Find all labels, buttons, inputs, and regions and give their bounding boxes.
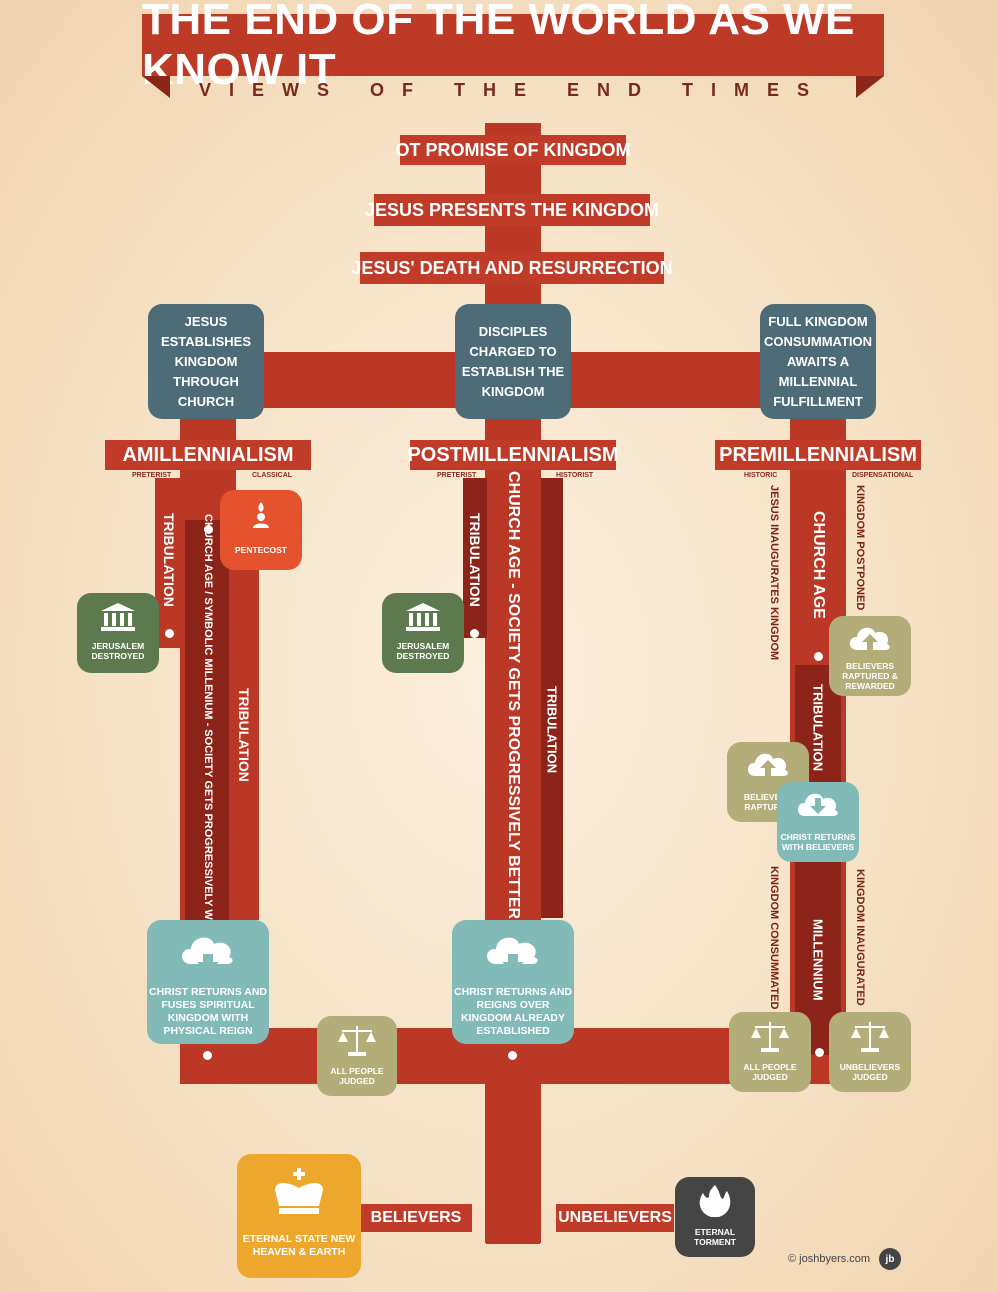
amil-trib1-column bbox=[155, 478, 183, 648]
postmil-church-age: CHURCH AGE - SOCIETY GETS PROGRESSIVELY … bbox=[505, 470, 522, 920]
postmil-return-text: CHRIST RETURNS AND REIGNS OVER KINGDOM A… bbox=[453, 986, 573, 1037]
timeline-ot-promise: OT PROMISE OF KINGDOM bbox=[396, 135, 631, 165]
amil-return-box: CHRIST RETURNS AND FUSES SPIRITUAL KINGD… bbox=[147, 920, 269, 1044]
premil-unbelievers-judged-box: UNBELIEVERS JUDGED bbox=[829, 1012, 911, 1092]
premil-raptured-rewarded-text: BELIEVERS RAPTURED & REWARDED bbox=[842, 661, 898, 691]
pentecost-text: PENTECOST bbox=[235, 545, 287, 555]
premil-raptured-rewarded-box: BELIEVERS RAPTURED & REWARDED bbox=[829, 616, 911, 696]
amil-classical-label: CLASSICAL bbox=[252, 472, 293, 479]
amil-judged-box: ALL PEOPLE JUDGED bbox=[317, 1016, 397, 1096]
premil-all-judged-text: ALL PEOPLE JUDGED bbox=[743, 1062, 797, 1082]
premil-banner: PREMILLENNIALISM bbox=[715, 440, 921, 470]
premil-kingdom-inaugurated: KINGDOM INAUGURATED bbox=[854, 869, 866, 1006]
amil-tribulation-column bbox=[229, 565, 259, 920]
amil-banner: AMILLENNIALISM bbox=[105, 440, 311, 470]
unbelievers-banner: UNBELIEVERS bbox=[556, 1204, 674, 1232]
timeline-jesus-presents: JESUS PRESENTS THE KINGDOM bbox=[365, 194, 659, 226]
premil-kingdom-postponed: KINGDOM POSTPONED bbox=[854, 484, 866, 611]
premil-raptured-rewarded-dot bbox=[814, 652, 823, 661]
postmil-historist-label: HISTORIST bbox=[556, 472, 594, 479]
amil-jerusalem-text: JERUSALEM DESTROYED bbox=[91, 641, 145, 661]
postmil-preterist-label: PRETERIST bbox=[437, 472, 477, 479]
cloud-down-icon bbox=[795, 790, 841, 822]
premil-church-age: CHURCH AGE bbox=[810, 511, 827, 619]
postmil-jerusalem-text: JERUSALEM DESTROYED bbox=[396, 641, 450, 661]
title-fold-right bbox=[856, 76, 884, 98]
postmil-tribulation-2: TRIBULATION bbox=[544, 686, 560, 774]
premil-dispensational-label: DISPENSATIONAL bbox=[852, 472, 914, 479]
timeline-death-resurrection: JESUS' DEATH AND RESURRECTION bbox=[351, 252, 673, 284]
scales-icon bbox=[851, 1022, 889, 1054]
crown-icon bbox=[271, 1168, 327, 1220]
postmil-jerusalem-box: JERUSALEM DESTROYED bbox=[382, 593, 464, 673]
title-fold-left bbox=[142, 76, 170, 98]
premil-historic-label: HISTORIC bbox=[744, 472, 778, 479]
amil-tribulation-1: TRIBULATION bbox=[161, 513, 177, 607]
amil-return-dot bbox=[203, 1051, 212, 1060]
believers-banner: BELIEVERS bbox=[360, 1204, 472, 1232]
scales-icon bbox=[751, 1022, 789, 1054]
postmil-trib2-column bbox=[541, 478, 563, 918]
pentecost-dot bbox=[204, 525, 213, 534]
temple-icon bbox=[101, 603, 135, 633]
eternal-torment-box: ETERNAL TORMENT bbox=[675, 1177, 755, 1257]
amil-summary-box: JESUS ESTABLISHES KINGDOM THROUGH CHURCH bbox=[148, 304, 264, 419]
premil-summary-text: FULL KINGDOM CONSUMMATION AWAITS A MILLE… bbox=[763, 313, 873, 409]
cloud-down-icon bbox=[177, 932, 239, 976]
postmil-banner: POSTMILLENNIALISM bbox=[407, 440, 619, 470]
eternal-torment-text: ETERNAL TORMENT bbox=[694, 1227, 736, 1247]
amil-return-text: CHRIST RETURNS AND FUSES SPIRITUAL KINGD… bbox=[148, 986, 268, 1037]
postmil-summary-text: DISCIPLES CHARGED TO ESTABLISH THE KINGD… bbox=[461, 323, 565, 399]
amil-tribulation-2: TRIBULATION bbox=[236, 688, 252, 782]
amil-church-age: CHURCH AGE / SYMBOLIC MILLENIUM - SOCIET… bbox=[202, 514, 214, 951]
trunk-base bbox=[486, 1200, 540, 1244]
scales-icon bbox=[338, 1026, 376, 1058]
subtitle: VIEWS OF THE END TIMES bbox=[198, 80, 827, 100]
postmil-return-dot bbox=[508, 1051, 517, 1060]
pentecost-box: PENTECOST bbox=[220, 490, 302, 570]
temple-icon bbox=[406, 603, 440, 633]
person-flame-icon bbox=[252, 502, 270, 528]
premil-summary-box: FULL KINGDOM CONSUMMATION AWAITS A MILLE… bbox=[760, 304, 876, 419]
postmil-summary-box: DISCIPLES CHARGED TO ESTABLISH THE KINGD… bbox=[455, 304, 571, 419]
postmil-jerusalem-dot bbox=[470, 629, 479, 638]
amil-preterist-label: PRETERIST bbox=[132, 472, 172, 479]
main-title: THE END OF THE WORLD AS WE KNOW IT bbox=[142, 0, 884, 94]
amil-judged-text: ALL PEOPLE JUDGED bbox=[330, 1066, 384, 1086]
premil-millennium: MILLENNIUM bbox=[810, 919, 826, 1001]
amil-jerusalem-dot bbox=[165, 629, 174, 638]
postmil-trib1-column bbox=[463, 478, 487, 638]
postmil-return-box: CHRIST RETURNS AND REIGNS OVER KINGDOM A… bbox=[452, 920, 574, 1044]
premil-raptured-text: BELIEVERS RAPTURED bbox=[743, 792, 793, 812]
premil-all-judged-box: ALL PEOPLE JUDGED bbox=[729, 1012, 811, 1092]
premil-returns-box: CHRIST RETURNS WITH BELIEVERS bbox=[777, 782, 859, 862]
cloud-up-icon bbox=[745, 750, 791, 782]
premil-judged-dot bbox=[815, 1048, 824, 1057]
credit-text: © joshbyers.com bbox=[788, 1253, 871, 1265]
premil-returns-text: CHRIST RETURNS WITH BELIEVERS bbox=[780, 832, 856, 852]
amil-jerusalem-box: JERUSALEM DESTROYED bbox=[77, 593, 159, 673]
cloud-up-icon bbox=[847, 624, 893, 656]
amil-summary-text: JESUS ESTABLISHES KINGDOM THROUGH CHURCH bbox=[160, 313, 252, 409]
cloud-down-icon bbox=[482, 932, 544, 976]
eternal-state-box: ETERNAL STATE NEW HEAVEN & EARTH bbox=[237, 1154, 361, 1278]
premil-unbelievers-judged-text: UNBELIEVERS JUDGED bbox=[839, 1062, 901, 1082]
premil-tribulation: TRIBULATION bbox=[810, 684, 826, 772]
eternal-state-text: ETERNAL STATE NEW HEAVEN & EARTH bbox=[242, 1233, 356, 1258]
amil-dark-column bbox=[185, 520, 229, 930]
premil-jesus-inaugurates: JESUS INAUGURATES KINGDOM bbox=[768, 484, 780, 661]
postmil-tribulation-1: TRIBULATION bbox=[467, 513, 483, 607]
fire-icon bbox=[697, 1185, 733, 1219]
jb-logo-icon: jb bbox=[879, 1248, 901, 1270]
premil-kingdom-consummated: KINGDOM CONSUMMATED bbox=[768, 865, 780, 1010]
